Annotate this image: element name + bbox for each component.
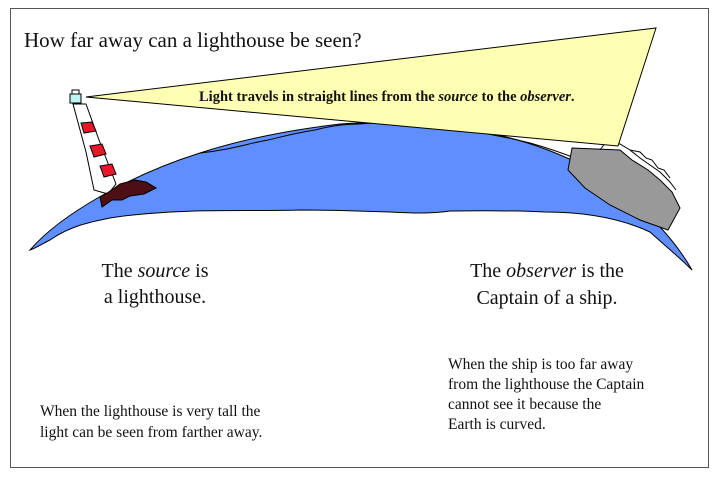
lighthouse	[69, 89, 158, 208]
light-beam	[85, 27, 657, 147]
observer-note-line: from the lighthouse the Captain	[448, 376, 645, 393]
beam-caption-part1: Light travels in straight lines from the	[199, 89, 439, 105]
earth-sea-surface	[28, 122, 693, 271]
lighthouse-cap	[71, 89, 80, 95]
source-caption: The source is a lighthouse.	[60, 258, 250, 310]
lighthouse-band-middle	[89, 143, 107, 158]
ship-superstructure	[629, 149, 671, 179]
observer-note: When the ship is too far away from the l…	[448, 355, 718, 435]
observer-caption: The observer is the Captain of a ship.	[442, 258, 652, 312]
source-caption-suffix: is	[190, 260, 209, 282]
beam-caption-observer-word: observer	[520, 89, 571, 105]
observer-caption-suffix: is the	[576, 260, 624, 282]
source-caption-prefix: The	[101, 260, 138, 282]
lighthouse-band-lower	[99, 163, 117, 178]
observer-note-line: Earth is curved.	[448, 416, 546, 433]
beam-caption-part2: to the	[477, 89, 521, 105]
ship-hull	[567, 147, 681, 231]
lighthouse-band-upper	[80, 121, 97, 134]
ship	[567, 141, 681, 231]
tall-note-line: When the lighthouse is very tall the	[40, 403, 261, 420]
lighthouse-lantern	[69, 93, 82, 104]
source-caption-line2: a lighthouse.	[103, 286, 207, 308]
observer-caption-observer-word: observer	[506, 260, 577, 282]
tall-lighthouse-note: When the lighthouse is very tall the lig…	[40, 401, 360, 443]
beam-caption-part3: .	[570, 89, 575, 105]
beam-caption: Light travels in straight lines from the…	[199, 89, 575, 106]
observer-caption-line1: The observer is the	[442, 258, 652, 285]
source-caption-source-word: source	[137, 260, 191, 282]
observer-note-line: When the ship is too far away	[448, 356, 634, 373]
page-title: How far away can a lighthouse be seen?	[24, 28, 362, 52]
tall-note-line: light can be seen from farther away.	[40, 424, 263, 441]
beam-caption-source-word: source	[438, 89, 478, 105]
source-caption-line1: The source is	[60, 258, 250, 284]
lighthouse-rock	[99, 179, 158, 208]
observer-caption-line2: Captain of a ship.	[476, 287, 618, 309]
observer-caption-prefix: The	[470, 260, 507, 282]
observer-note-line: cannot see it because the	[448, 396, 602, 413]
